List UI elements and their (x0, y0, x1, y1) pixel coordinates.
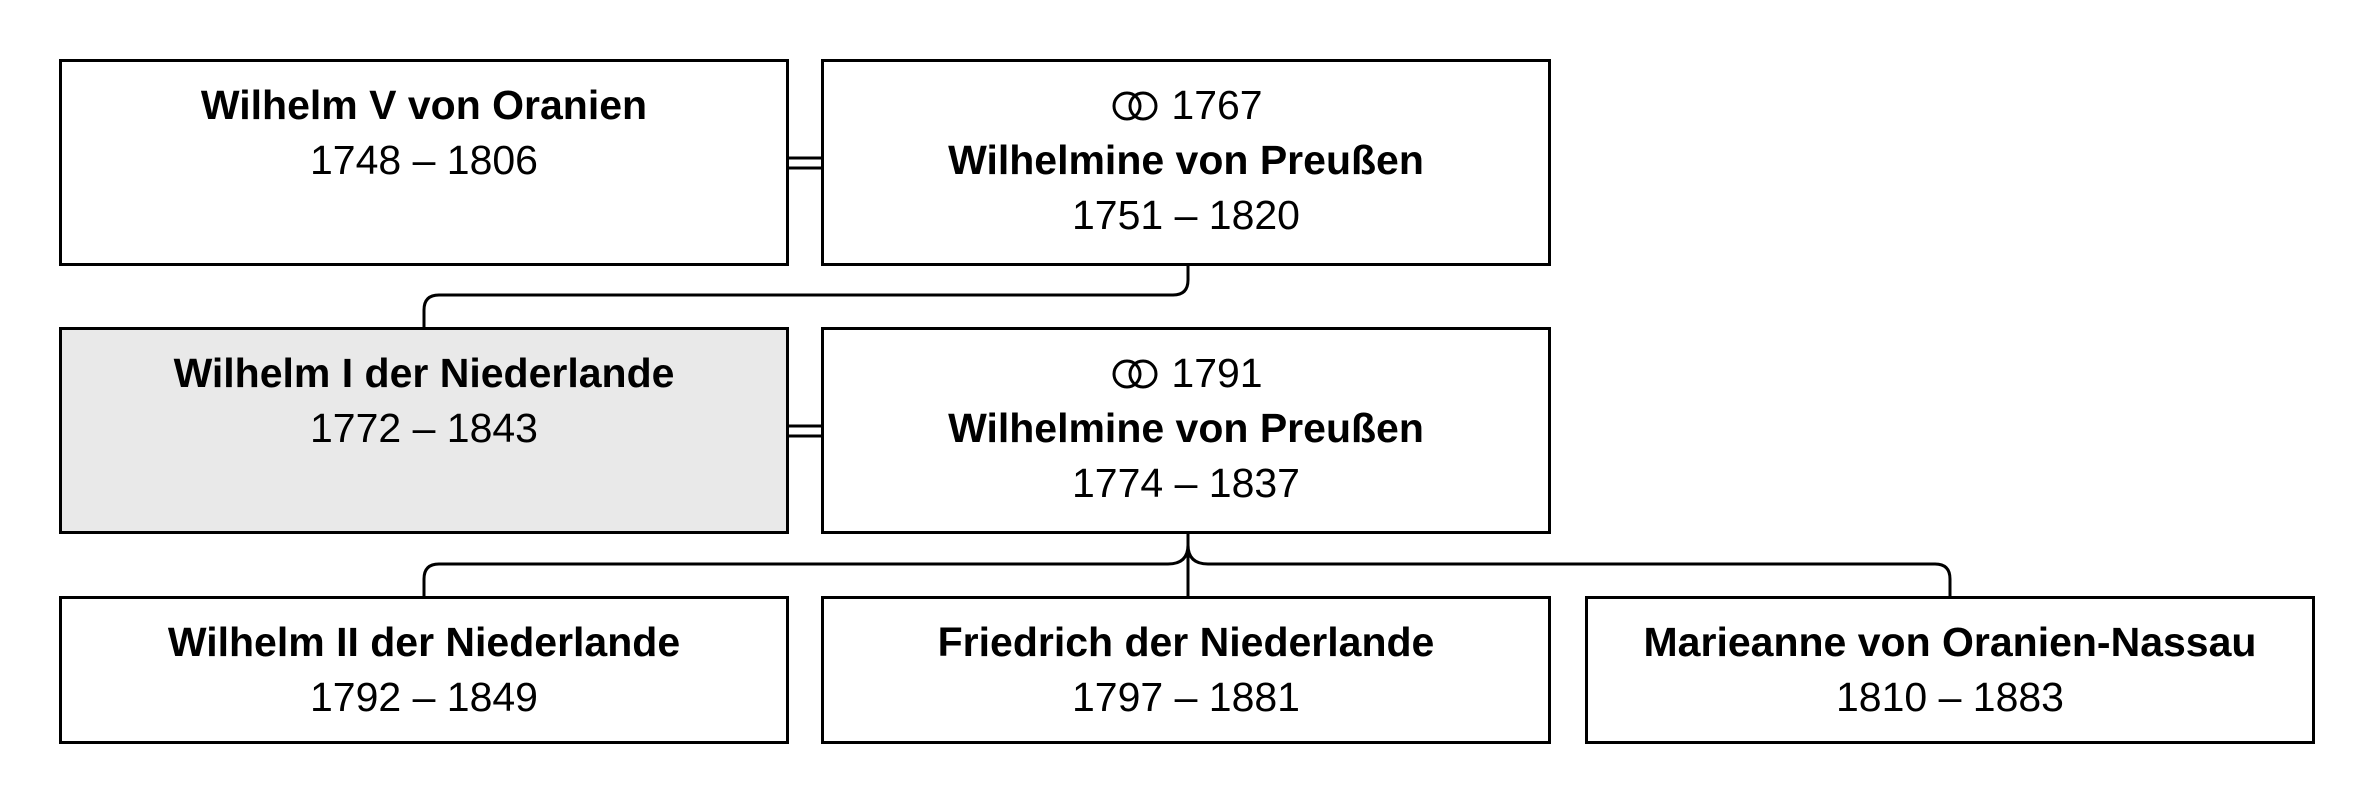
person-dates: 1792 – 1849 (309, 674, 538, 720)
marriage-year: 1791 (1171, 350, 1263, 396)
marriage-line-gen2 (789, 424, 821, 438)
wedding-rings-icon (1112, 359, 1158, 388)
person-name: Marieanne von Oranien-Nassau (1643, 619, 2257, 665)
person-name: Wilhelm I der Niederlande (173, 350, 675, 396)
person-name: Friedrich der Niederlande (937, 619, 1435, 665)
person-box-wilhelmine-2[interactable]: 1791 Wilhelmine von Preußen 1774 – 1837 (821, 327, 1551, 534)
person-dates: 1772 – 1843 (309, 405, 538, 451)
person-name: Wilhelm II der Niederlande (167, 619, 681, 665)
descent-line-gen2 (422, 534, 1952, 596)
person-name: Wilhelmine von Preußen (948, 137, 1424, 183)
person-box-child-1[interactable]: Wilhelm II der Niederlande 1792 – 1849 (59, 596, 789, 744)
person-box-wilhelmine-1[interactable]: 1767 Wilhelmine von Preußen 1751 – 1820 (821, 59, 1551, 266)
marriage-line-gen1 (789, 156, 821, 170)
person-dates: 1797 – 1881 (1071, 674, 1300, 720)
person-box-wilhelm-v[interactable]: Wilhelm V von Oranien 1748 – 1806 (59, 59, 789, 266)
person-box-child-3[interactable]: Marieanne von Oranien-Nassau 1810 – 1883 (1585, 596, 2315, 744)
person-name: Wilhelm V von Oranien (200, 82, 648, 128)
descent-line-gen1 (422, 266, 1190, 327)
person-dates: 1810 – 1883 (1835, 674, 2064, 720)
person-box-child-2[interactable]: Friedrich der Niederlande 1797 – 1881 (821, 596, 1551, 744)
person-dates: 1751 – 1820 (1071, 192, 1300, 238)
person-dates: 1748 – 1806 (309, 137, 538, 183)
person-dates: 1774 – 1837 (1071, 460, 1300, 506)
marriage-info: 1791 (824, 346, 1548, 401)
person-name: Wilhelmine von Preußen (948, 405, 1424, 451)
marriage-info: 1767 (824, 78, 1548, 133)
wedding-rings-icon (1112, 91, 1158, 120)
person-box-wilhelm-i[interactable]: Wilhelm I der Niederlande 1772 – 1843 (59, 327, 789, 534)
marriage-year: 1767 (1171, 82, 1263, 128)
